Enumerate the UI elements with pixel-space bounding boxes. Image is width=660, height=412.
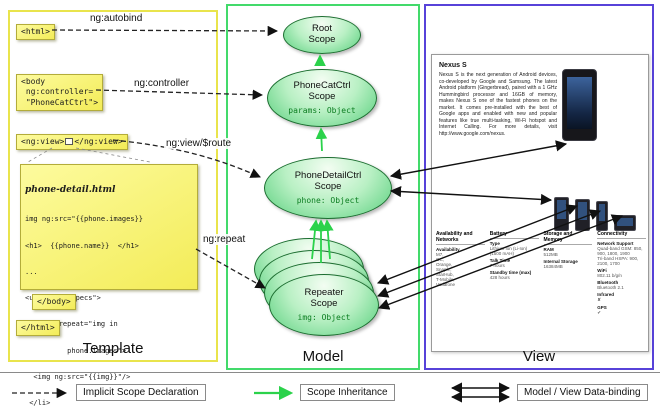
spec-row: GPS ✔ (597, 305, 607, 315)
root-scope-ellipse: Root Scope (283, 16, 361, 54)
ngview-placeholder-box (65, 138, 74, 145)
view-panel-label: View (522, 348, 556, 365)
phone-detail-code-note: phone-detail.html img ng:src="{{phone.im… (20, 164, 198, 407)
spec-table: Availability and Networks Availability M… (436, 231, 646, 318)
spec-row: Availability M7, GC, Orange, Snapfr., St… (436, 247, 460, 287)
ngview-close-tag: </ng:view> (74, 137, 123, 146)
repeater-scope-ellipse: Repeater Scope img: Object (269, 274, 379, 336)
code-line: </li> (25, 399, 51, 407)
ngview-tag-note: <ng:view> </ng:view> (16, 134, 128, 151)
template-panel-label: Template (82, 340, 144, 357)
legend-data-binding: Model / View Data-binding (517, 384, 648, 401)
spec-row: Internal Storage 16384MB (543, 259, 578, 269)
code-line: ... (25, 267, 38, 276)
model-panel: Root Scope PhoneCatCtrl Scope params: Ob… (226, 4, 420, 370)
code-line: <h1> {{phone.name}} </h1> (25, 241, 139, 250)
scope-binding: phone: Object (296, 195, 360, 205)
legend-separator (0, 372, 660, 373)
legend-implicit-scope: Implicit Scope Declaration (76, 384, 206, 401)
code-line: <img ng:src="{{img}}"/> (25, 372, 131, 381)
spec-header: Connectivity (597, 231, 646, 239)
ng-controller-label: ng:controller (132, 78, 192, 89)
code-line: img ng:src="{{phone.images}} (25, 215, 144, 224)
code-file-title: phone-detail.html (25, 184, 116, 195)
spec-row: Bluetooth Bluetooth 2.1 (597, 280, 624, 290)
scope-title: Root Scope (308, 23, 336, 45)
ng-autobind-label: ng:autobind (88, 13, 145, 24)
product-description: Nexus S is the next generation of Androi… (439, 72, 557, 137)
spec-col-storage: Storage and Memory RAM 512MB Internal St… (543, 231, 593, 318)
phone-thumbnail (596, 201, 608, 231)
ng-repeat-label: ng:repeat (201, 234, 248, 245)
spec-header: Availability and Networks (436, 231, 485, 245)
phone-thumbnail (614, 215, 636, 231)
phone-screen (567, 77, 592, 129)
phone-thumbnail (575, 199, 590, 231)
product-title: Nexus S (439, 62, 467, 69)
phonecatctrl-scope-ellipse: PhoneCatCtrl Scope params: Object (267, 69, 377, 127)
spec-row: RAM 512MB (543, 247, 558, 257)
spec-header: Storage and Memory (543, 231, 593, 245)
spec-row: Network Support Quad-band GSM: 850, 900,… (597, 241, 643, 266)
spec-row: Standby time (max) 428 hours (489, 270, 532, 280)
html-open-tag-note: <html> (16, 24, 55, 41)
scope-title: PhoneDetailCtrl Scope (294, 170, 362, 192)
scope-title: Repeater Scope (304, 287, 344, 309)
view-panel: Nexus S Nexus S is the next generation o… (424, 4, 654, 370)
phone-image (562, 69, 597, 141)
spec-row: WiFi 802.11 b/g/n (597, 268, 622, 278)
phonedetailctrl-scope-ellipse: PhoneDetailCtrl Scope phone: Object (264, 157, 392, 219)
ng-view-route-label: ng:view/$route (164, 138, 234, 149)
spec-col-connectivity: Connectivity Network Support Quad-band G… (597, 231, 646, 318)
phone-detail-page: Nexus S Nexus S is the next generation o… (431, 54, 649, 352)
ngview-open-tag: <ng:view> (21, 137, 65, 146)
body-open-tag-note: <body ng:controller= "PhoneCatCtrl"> (16, 74, 104, 112)
spec-col-battery: Battery Type Lithium Ion (Li-Ion) (1500 … (489, 231, 539, 318)
scope-binding: img: Object (297, 312, 351, 322)
spec-header: Battery (489, 231, 539, 239)
spec-row: Type Lithium Ion (Li-Ion) (1500 mAH) (489, 241, 528, 256)
spec-row: Infrared ✘ (597, 292, 615, 302)
model-panel-label: Model (302, 348, 344, 365)
legend-scope-inheritance: Scope Inheritance (300, 384, 395, 401)
phone-thumbnail (554, 197, 569, 231)
template-panel: <html> <body ng:controller= "PhoneCatCtr… (8, 10, 218, 407)
spec-col-availability: Availability and Networks Availability M… (436, 231, 485, 318)
scope-binding: params: Object (288, 105, 356, 115)
html-close-tag-note: </html> (16, 320, 60, 337)
scope-title: PhoneCatCtrl Scope (293, 80, 351, 102)
body-close-tag-note: </body> (32, 294, 76, 311)
phone-thumbnails (554, 197, 648, 231)
spec-row: Talk Time 7 hours (489, 258, 511, 268)
code-line: phone.images"> (25, 346, 127, 355)
